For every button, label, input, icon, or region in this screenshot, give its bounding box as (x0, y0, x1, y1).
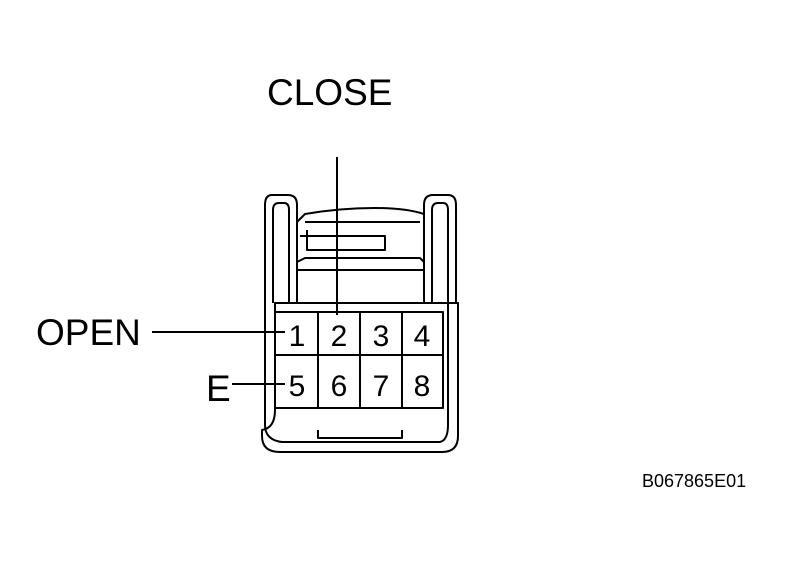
pin-number: 1 (289, 320, 306, 353)
right-lock-tab (423, 194, 457, 303)
pin-number: 3 (373, 320, 390, 353)
connector-body (261, 302, 459, 453)
left-lock-tab (264, 194, 298, 303)
bottom-key (317, 430, 403, 439)
pin-number: 5 (289, 370, 306, 403)
ground-label: E (206, 368, 231, 409)
pin-number: 4 (414, 320, 431, 353)
pin-number: 2 (331, 320, 348, 353)
connector-body-inner (264, 298, 449, 443)
top-latch (296, 207, 425, 223)
pin-number: 8 (414, 370, 431, 403)
pin-number: 7 (373, 370, 390, 403)
figure-code: B067865E01 (642, 471, 746, 491)
close-label: CLOSE (267, 72, 392, 113)
pin-number: 6 (331, 370, 348, 403)
open-label: OPEN (36, 312, 141, 353)
